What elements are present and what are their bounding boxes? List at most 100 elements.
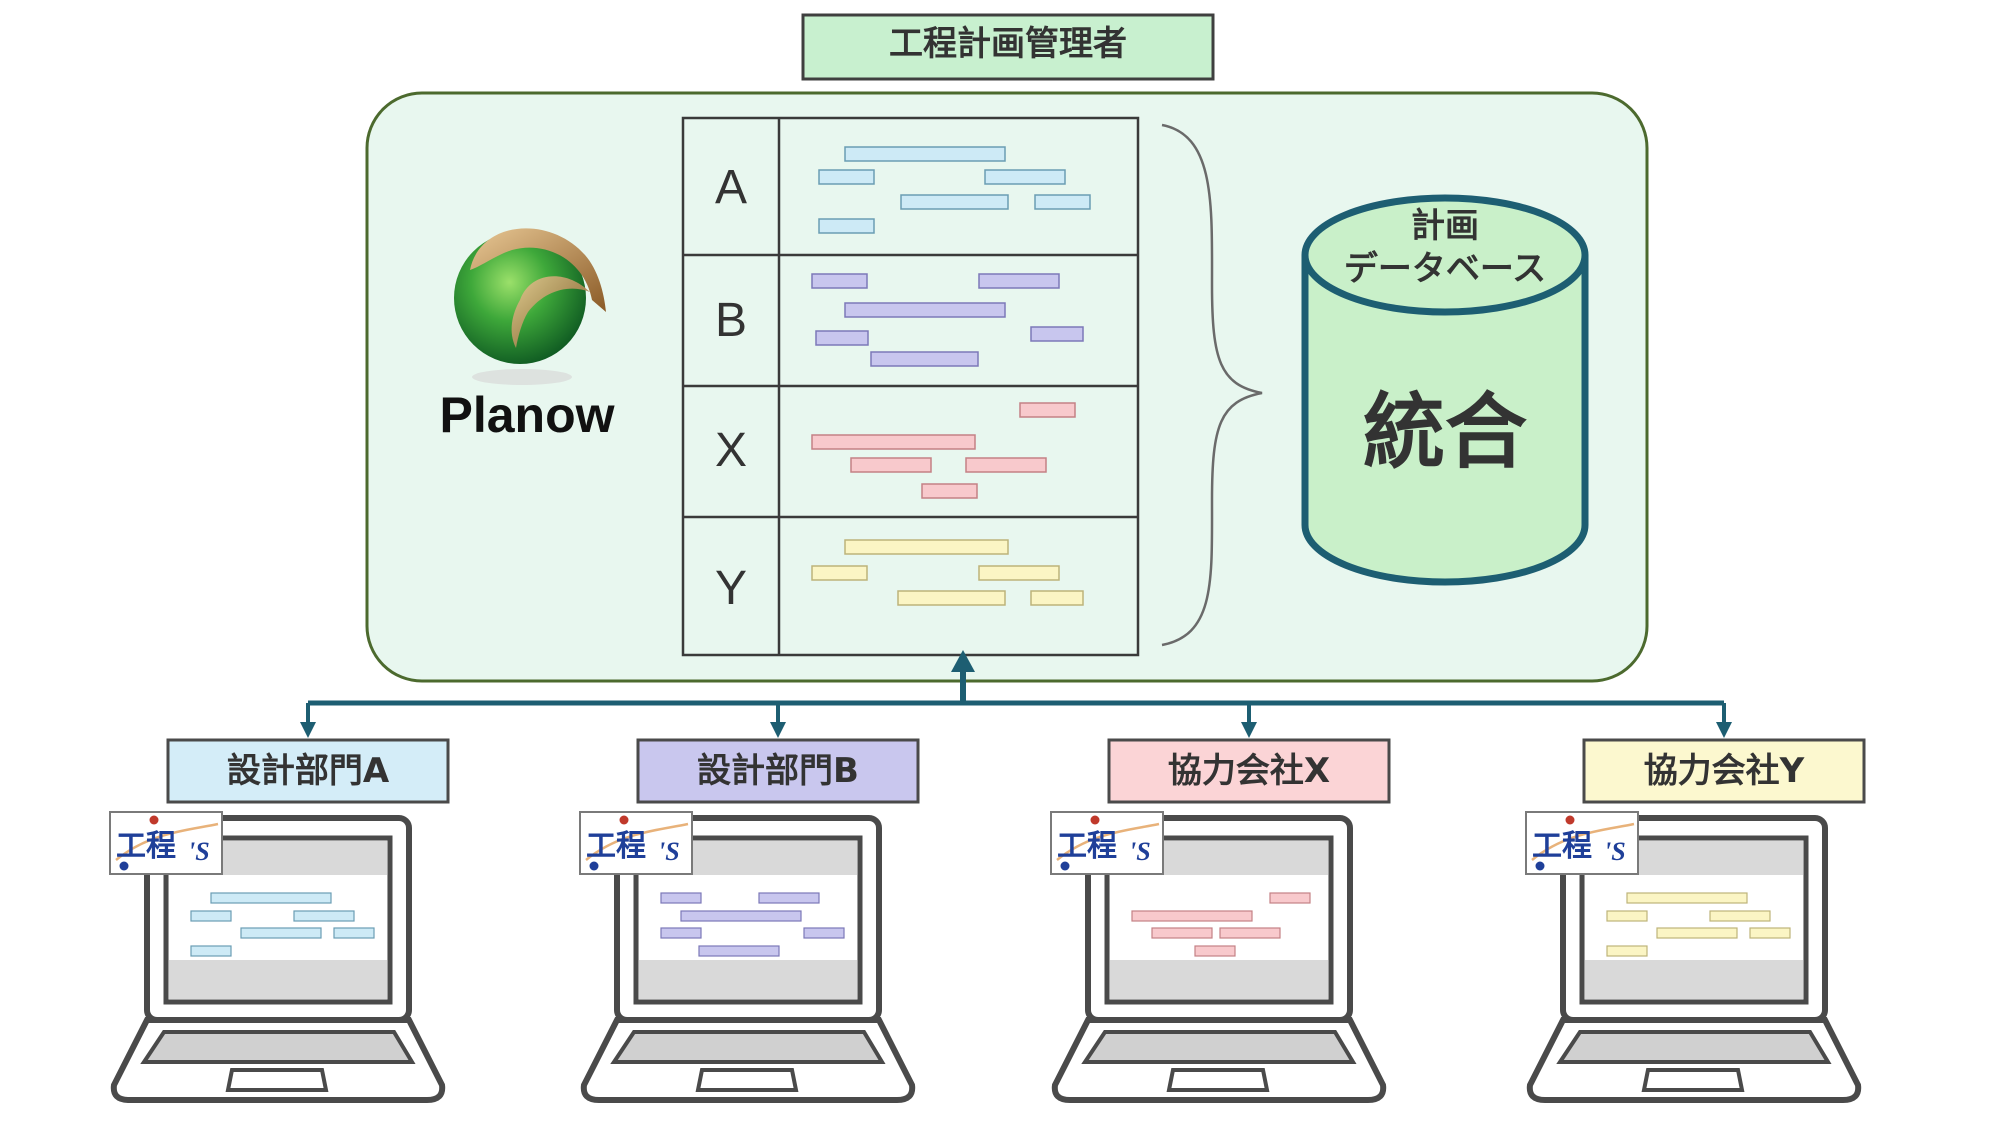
keyboard-icon — [1556, 1030, 1832, 1064]
schedule-bar — [850, 457, 932, 473]
schedule-bar — [1606, 910, 1648, 922]
department-label-box — [1107, 738, 1391, 804]
department-label: 設計部門B — [697, 751, 859, 791]
app-logo-text: 工程 — [586, 829, 646, 864]
arrow-down-icon — [300, 722, 316, 738]
schedule-bar — [210, 892, 332, 904]
schedule-row-label-y: Y — [715, 562, 747, 615]
schedule-bar — [803, 927, 845, 939]
laptop-icon — [1526, 815, 1862, 1103]
schedule-row-label-b: B — [715, 294, 747, 347]
schedule-bar — [921, 483, 978, 499]
touchpad-icon — [225, 1068, 329, 1092]
planow-orb-icon — [454, 232, 586, 364]
schedule-bar — [1151, 927, 1213, 939]
department-label: 協力会社Y — [1644, 751, 1805, 791]
keyboard-icon — [1081, 1030, 1357, 1064]
department-label-box — [636, 738, 920, 804]
schedule-table: A B X Y — [681, 116, 1140, 657]
schedule-bar — [1131, 910, 1253, 922]
keyboard-icon — [610, 1030, 886, 1064]
database-title-line2: データベース — [1344, 249, 1546, 289]
schedule-bar — [1749, 927, 1791, 939]
planow-logo: Planow — [439, 228, 615, 443]
schedule-bar — [1194, 945, 1236, 957]
laptop-icon — [110, 815, 446, 1103]
app-logo-suffix: 'S — [1604, 837, 1626, 866]
schedule-bar — [1019, 402, 1076, 418]
keyboard-icon — [140, 1030, 416, 1064]
schedule-row-label-x: X — [715, 424, 747, 477]
schedule-bar — [811, 434, 976, 450]
schedule-bar — [758, 892, 820, 904]
app-logo-text: 工程 — [1057, 829, 1117, 864]
schedule-bar — [844, 146, 1006, 162]
schedule-bar — [660, 927, 702, 939]
database-body-label: 統合 — [1363, 385, 1527, 480]
app-logo-suffix: 'S — [188, 837, 210, 866]
schedule-bar — [293, 910, 355, 922]
schedule-bar — [818, 218, 875, 234]
schedule-bar — [984, 169, 1066, 185]
database-title-line1: 計画 — [1411, 206, 1479, 246]
manager-box: 工程計画管理者 — [801, 13, 1215, 81]
schedule-bar — [1034, 194, 1091, 210]
touchpad-icon — [1641, 1068, 1745, 1092]
schedule-bar — [844, 302, 1006, 318]
department-1: 設計部門A 工程 'S — [109, 738, 450, 1103]
schedule-bar — [333, 927, 375, 939]
schedule-bar — [1030, 590, 1084, 606]
department-label: 設計部門A — [227, 751, 390, 791]
schedule-bar — [1709, 910, 1771, 922]
plan-database: 計画 データベース 統合 — [1301, 194, 1589, 586]
schedule-bar — [818, 169, 875, 185]
touchpad-icon — [1166, 1068, 1270, 1092]
schedule-bar — [978, 273, 1060, 289]
schedule-bar — [900, 194, 1009, 210]
kouteis-app-icon: 工程 'S — [579, 811, 693, 875]
schedule-row-label-a: A — [715, 161, 747, 214]
app-logo-text: 工程 — [116, 829, 176, 864]
arrow-down-icon — [1241, 722, 1257, 738]
manager-label: 工程計画管理者 — [889, 24, 1127, 64]
grouping-brace — [1161, 123, 1263, 647]
kouteis-app-icon: 工程 'S — [1050, 811, 1164, 875]
arrow-down-icon — [1716, 722, 1732, 738]
planow-brand-text: Planow — [439, 387, 614, 443]
schedule-bar — [240, 927, 322, 939]
connectors — [300, 650, 1732, 738]
schedule-bar — [190, 945, 232, 957]
app-logo-suffix: 'S — [658, 837, 680, 866]
department-4: 協力会社Y 工程 'S — [1525, 738, 1866, 1103]
schedule-bar — [1606, 945, 1648, 957]
kouteis-app-icon: 工程 'S — [1525, 811, 1639, 875]
schedule-bar — [897, 590, 1006, 606]
kouteis-app-icon: 工程 'S — [109, 811, 223, 875]
department-3: 協力会社X 工程 'S — [1050, 738, 1391, 1103]
planow-swoosh-icon — [470, 228, 606, 312]
schedule-bar — [978, 565, 1060, 581]
schedule-bar — [1219, 927, 1281, 939]
schedule-bar — [1269, 892, 1311, 904]
arrow-down-icon — [770, 722, 786, 738]
schedule-bar — [698, 945, 780, 957]
department-2: 設計部門B 工程 'S — [579, 738, 920, 1103]
schedule-bar — [190, 910, 232, 922]
touchpad-icon — [695, 1068, 799, 1092]
schedule-bar — [1656, 927, 1738, 939]
app-logo-text: 工程 — [1532, 829, 1592, 864]
schedule-bar — [811, 565, 868, 581]
schedule-bar — [815, 330, 869, 346]
upload-arrow-icon — [951, 650, 975, 672]
department-label-box — [1582, 738, 1866, 804]
app-logo-suffix: 'S — [1129, 837, 1151, 866]
schedule-bar — [965, 457, 1047, 473]
schedule-bar — [870, 351, 979, 367]
department-label-box — [166, 738, 450, 804]
schedule-bar — [811, 273, 868, 289]
schedule-bar — [680, 910, 802, 922]
schedule-bar — [660, 892, 702, 904]
department-label: 協力会社X — [1168, 751, 1330, 791]
schedule-bar — [844, 539, 1009, 555]
schedule-bar — [1030, 326, 1084, 342]
